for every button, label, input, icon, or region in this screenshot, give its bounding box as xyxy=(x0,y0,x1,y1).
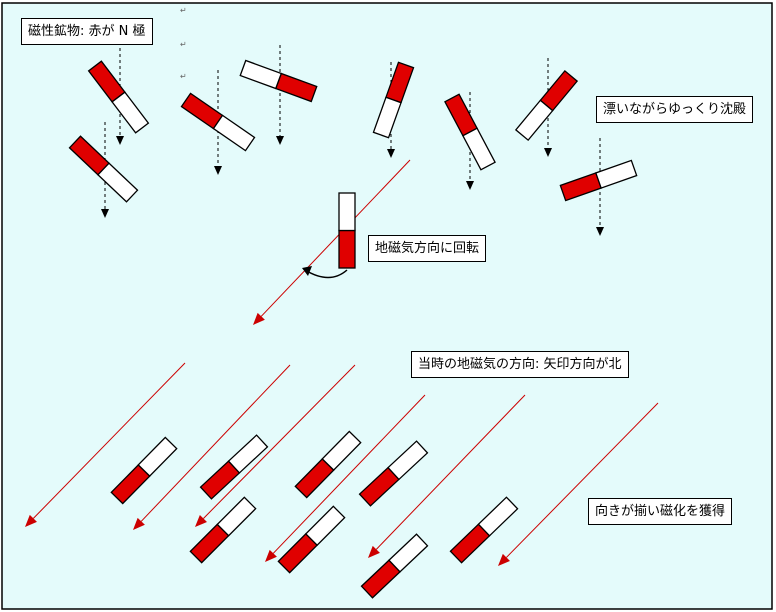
field-arrowhead xyxy=(25,514,37,527)
magnet xyxy=(87,60,150,134)
magnet-south-pole xyxy=(477,496,519,537)
magnet xyxy=(277,505,346,574)
sinking-path-arrowhead xyxy=(544,148,552,157)
sinking-path-arrowhead xyxy=(101,209,109,218)
magnet xyxy=(180,92,256,152)
sinking-path-arrowhead xyxy=(214,166,222,175)
field-arrow-line xyxy=(203,364,356,519)
label-aligned-magnetization: 向きが揃い磁化を獲得 xyxy=(588,498,733,525)
magnet-south-pole xyxy=(227,434,269,474)
magnet xyxy=(199,434,269,500)
return-mark: ↵ xyxy=(180,40,187,49)
magnet xyxy=(110,436,178,505)
geomagnetic-field-arrows xyxy=(25,159,659,566)
magnet xyxy=(372,61,415,139)
label-rotate-to-field: 地磁気方向に回転 xyxy=(368,235,487,262)
sinking-path-arrowhead xyxy=(276,136,284,145)
magnet-south-pole xyxy=(137,436,178,478)
magnet-south-pole xyxy=(216,496,257,537)
field-arrowhead xyxy=(133,517,145,530)
magnet xyxy=(444,93,496,171)
label-field-direction: 当時の地磁気の方向: 矢印方向が北 xyxy=(411,351,629,378)
magnet xyxy=(294,430,362,499)
magnet xyxy=(239,59,318,103)
magnet-south-pole xyxy=(212,114,256,152)
field-arrow-line xyxy=(140,364,291,522)
magnetic-minerals xyxy=(68,59,638,599)
magnet-south-pole xyxy=(387,440,429,481)
magnet-south-pole xyxy=(304,505,346,547)
sinking-path-arrowhead xyxy=(596,227,604,236)
magnet xyxy=(559,159,638,202)
magnet-south-pole xyxy=(372,96,402,139)
sinking-path-arrowhead xyxy=(116,136,124,145)
magnet xyxy=(360,533,429,599)
field-arrow-line xyxy=(506,402,659,558)
sinking-path-arrowhead xyxy=(387,149,395,158)
field-arrow-line xyxy=(272,394,426,554)
magnet xyxy=(68,135,139,203)
field-arrowhead xyxy=(368,545,380,558)
field-arrow-line xyxy=(375,394,526,550)
return-mark: ↵ xyxy=(180,6,187,15)
label-magnetic-mineral: 磁性鉱物: 赤が N 極 xyxy=(21,18,153,45)
field-arrowhead xyxy=(195,514,207,527)
magnet-south-pole xyxy=(239,59,283,90)
rotation-arrowhead xyxy=(302,266,312,276)
field-arrowhead xyxy=(265,549,277,562)
sinking-path-arrowhead xyxy=(466,181,474,190)
field-arrowhead xyxy=(498,553,510,566)
magnet-north-pole xyxy=(338,229,356,269)
magnet-south-pole xyxy=(338,192,356,232)
field-arrow-line xyxy=(260,159,411,317)
magnet xyxy=(449,496,519,564)
field-arrow-line xyxy=(33,362,186,519)
magnet xyxy=(358,440,429,507)
magnet-south-pole xyxy=(97,162,139,203)
magnet xyxy=(338,192,356,269)
return-mark: ↵ xyxy=(180,72,187,81)
label-sinking: 漂いながらゆっくり沈殿 xyxy=(596,96,754,123)
magnet-south-pole xyxy=(321,430,362,472)
magnet-south-pole xyxy=(388,533,429,573)
magnet-south-pole xyxy=(462,127,496,171)
magnet-south-pole xyxy=(514,99,554,142)
magnet xyxy=(514,69,579,142)
magnet-south-pole xyxy=(111,91,150,134)
magnet xyxy=(189,496,257,564)
magnet-south-pole xyxy=(595,159,638,189)
field-arrowhead xyxy=(253,312,265,325)
